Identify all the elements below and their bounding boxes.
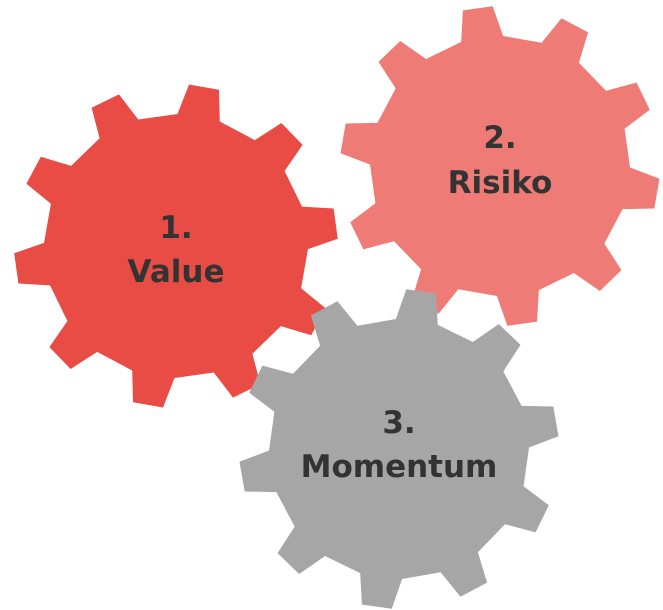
gear-risiko: 2. Risiko	[340, 6, 660, 326]
gear-value: 1. Value	[14, 84, 338, 408]
gear-momentum-label: Momentum	[301, 449, 498, 485]
gear-momentum-number: 3.	[382, 405, 415, 441]
gear-value-label: Value	[128, 254, 225, 290]
gear-value-shape	[14, 84, 338, 408]
gear-momentum: 3. Momentum	[239, 289, 559, 609]
gear-momentum-shape	[239, 289, 559, 609]
gear-risiko-label: Risiko	[448, 165, 553, 201]
gear-value-number: 1.	[159, 210, 192, 246]
gear-risiko-shape	[340, 6, 660, 326]
gear-risiko-number: 2.	[483, 120, 516, 156]
